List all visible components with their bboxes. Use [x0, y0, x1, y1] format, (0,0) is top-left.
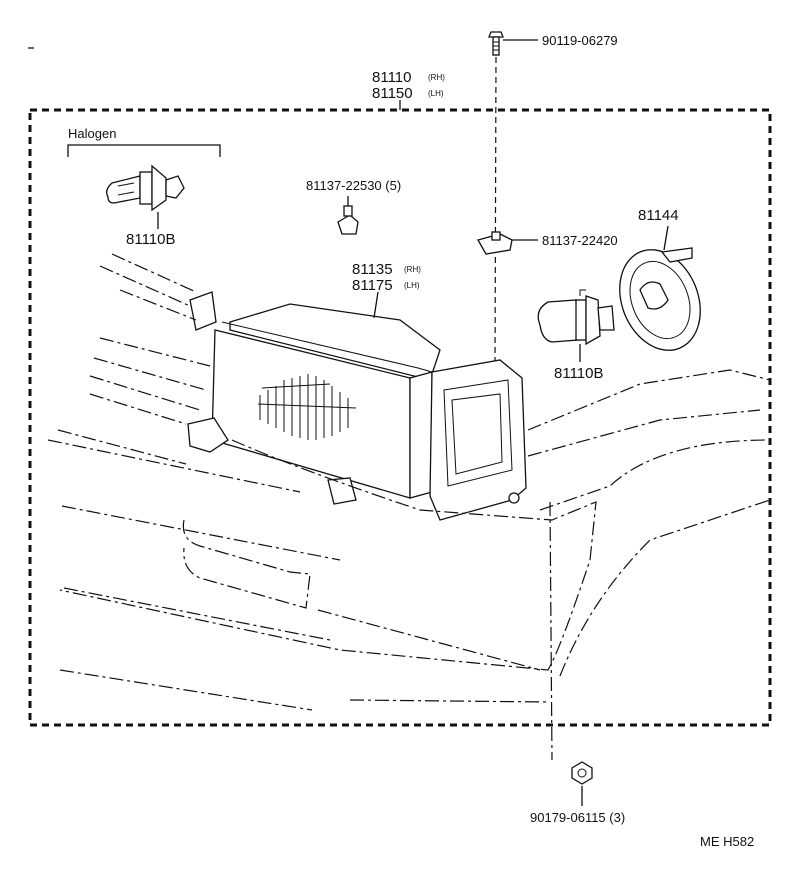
nut-centerline [549, 501, 553, 761]
bulb-right-icon [537, 289, 615, 346]
headlamp-unit-icon [187, 291, 527, 521]
assembly-rh-number: 81110 [372, 69, 412, 86]
assembly-lh-side: (LH) [428, 89, 444, 98]
nut-part-number: 90179-06115 (3) [530, 810, 625, 825]
clip-nut-icon [477, 231, 513, 255]
diagram-code: ME H582 [700, 834, 754, 849]
vehicle-body-outline [47, 253, 771, 711]
nut-icon [571, 761, 593, 785]
unit-rh-number: 81135 [352, 261, 393, 278]
halogen-bracket [67, 144, 221, 157]
clip-b-number: 81137-22420 [542, 233, 618, 248]
unit-rh-side: (RH) [404, 265, 421, 274]
unit-leader [373, 291, 379, 319]
bolt-centerline [494, 56, 497, 369]
assembly-border [28, 108, 772, 727]
clip-a-number: 81137-22530 (5) [306, 178, 401, 193]
bolt-icon [488, 31, 504, 56]
halogen-bulb-icon [106, 164, 185, 222]
bolt-part-number: 90119-06279 [542, 33, 618, 48]
assembly-rh-side: (RH) [428, 73, 445, 82]
halogen-label: Halogen [68, 126, 116, 141]
clip-icon [337, 205, 359, 235]
unit-lh-number: 81175 [352, 277, 393, 294]
socket-cover-icon [619, 247, 701, 351]
assembly-lh-number: 81150 [372, 85, 413, 102]
bulb-left-number: 81110B [126, 231, 176, 248]
bulb-right-number: 81110B [554, 365, 604, 382]
socket-cover-leader [663, 225, 669, 251]
unit-lh-side: (LH) [404, 281, 420, 290]
socket-cover-number: 81144 [638, 207, 679, 224]
